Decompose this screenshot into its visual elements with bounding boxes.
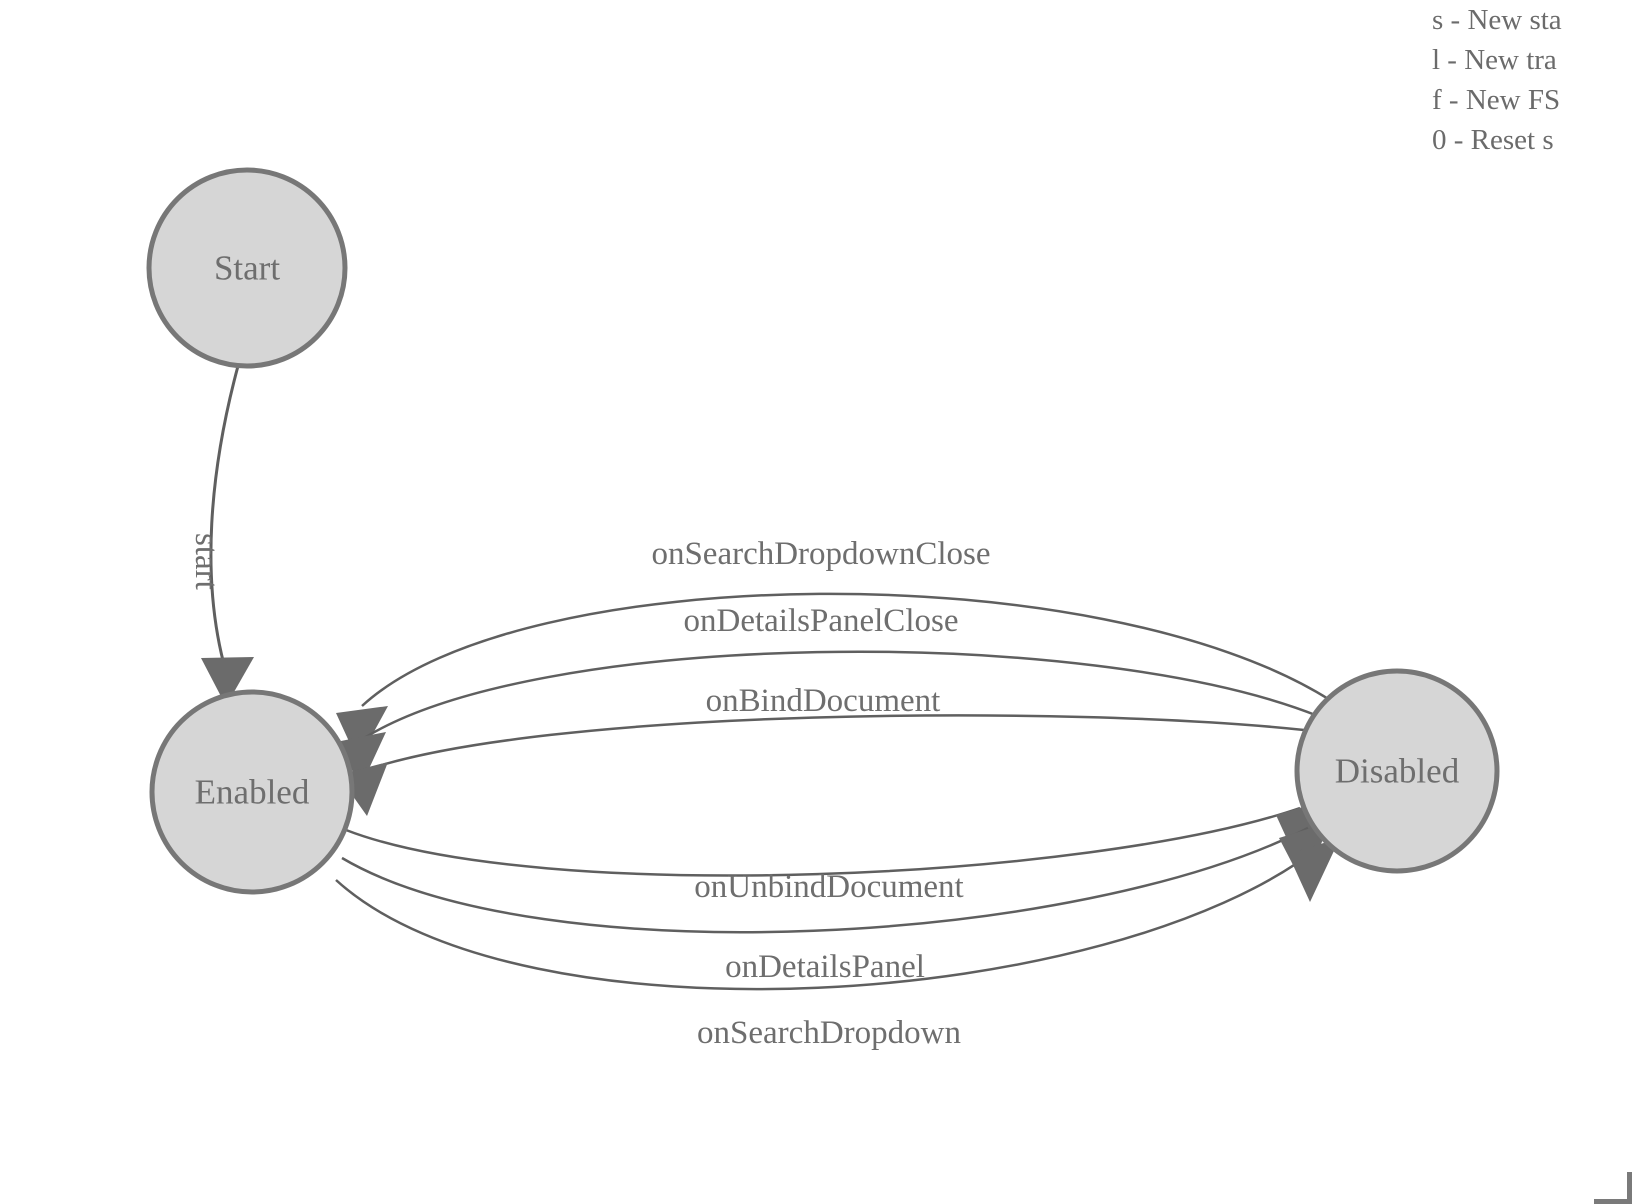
edge-label-onunbinddocument: onUnbindDocument <box>694 869 963 905</box>
edge-label-start: start <box>188 533 224 590</box>
edge-path-start[interactable] <box>209 365 240 673</box>
edge-label-onsearchdropdown: onSearchDropdown <box>697 1015 961 1051</box>
edge-label-onbinddocument: onBindDocument <box>706 683 941 719</box>
edge-label-ondetailspanelclose: onDetailsPanelClose <box>684 603 959 639</box>
edge-label-group: start onSearchDropdownClose onDetailsPan… <box>188 533 991 1051</box>
edge-arrowhead-ondetailspanelclose <box>336 732 386 786</box>
state-node-disabled-label: Disabled <box>1335 752 1460 791</box>
state-node-start-label: Start <box>214 249 280 288</box>
edge-group <box>201 365 1340 991</box>
edge-path-onsearchdropdownclose[interactable] <box>361 592 1331 707</box>
state-node-enabled-circle[interactable] <box>149 689 355 895</box>
edge-arrowhead-onsearchdropdown <box>1288 838 1340 902</box>
edge-path-onunbinddocument[interactable] <box>345 806 1301 877</box>
edge-label-onsearchdropdownclose: onSearchDropdownClose <box>651 536 990 572</box>
edge-path-ondetailspanel[interactable] <box>341 826 1309 934</box>
edge-path-onsearchdropdown[interactable] <box>335 847 1319 991</box>
edge-label-ondetailspanel: onDetailsPanel <box>725 949 925 985</box>
state-node-enabled-label: Enabled <box>195 773 310 812</box>
resize-corner-handle[interactable] <box>1594 1172 1632 1204</box>
state-node-start-circle[interactable] <box>146 167 348 369</box>
edge-arrowhead-onsearchdropdownclose <box>336 706 388 761</box>
edge-path-ondetailspanelclose[interactable] <box>357 650 1319 744</box>
state-node-start[interactable]: Start <box>146 167 348 369</box>
state-node-disabled[interactable]: Disabled <box>1294 668 1500 874</box>
edge-arrowhead-start <box>201 657 254 706</box>
state-node-disabled-circle[interactable] <box>1294 668 1500 874</box>
edge-path-onbinddocument[interactable] <box>359 714 1305 774</box>
node-group: Start Enabled Disabled <box>146 167 1500 895</box>
state-node-enabled[interactable]: Enabled <box>149 689 355 895</box>
